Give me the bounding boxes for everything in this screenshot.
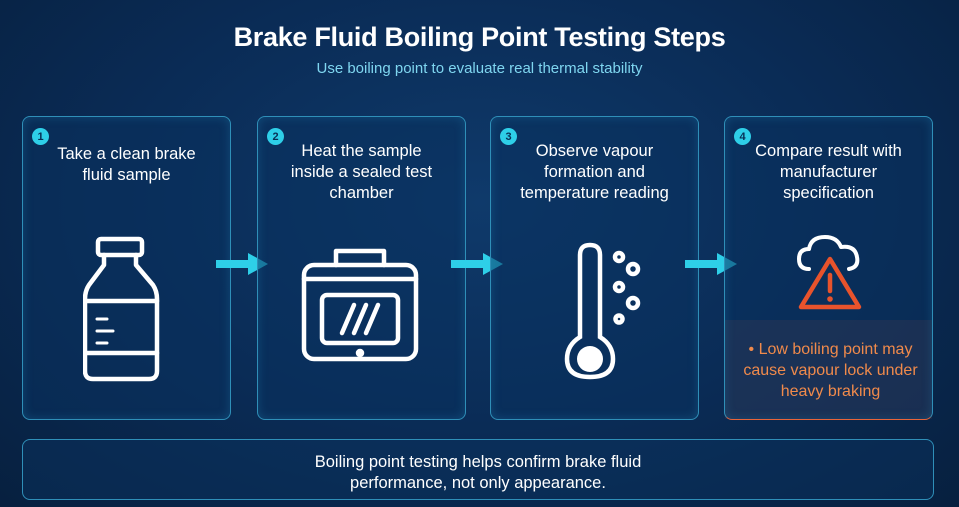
step-text: Observe vapour formation and temperature… bbox=[520, 142, 669, 202]
step-card-3: 3 Observe vapour formation and temperatu… bbox=[490, 116, 699, 420]
test-chamber-icon bbox=[301, 248, 419, 362]
step-number-badge: 2 bbox=[267, 128, 284, 145]
bottle-icon bbox=[83, 236, 160, 382]
arrow-right-icon bbox=[216, 253, 268, 275]
summary-box: Boiling point testing helps confirm brak… bbox=[22, 439, 934, 500]
page-subtitle: Use boiling point to evaluate real therm… bbox=[316, 60, 643, 77]
step-number-badge: 1 bbox=[32, 128, 49, 145]
step-number-badge: 4 bbox=[734, 128, 751, 145]
step-text: Compare result with manufacturer specifi… bbox=[755, 142, 902, 202]
step-number-badge: 3 bbox=[500, 128, 517, 145]
step-text: Take a clean brake fluid sample bbox=[57, 145, 196, 184]
step-card-4: 4 Compare result with manufacturer speci… bbox=[724, 116, 933, 420]
warning-text: • Low boiling point may cause vapour loc… bbox=[743, 341, 918, 400]
step-card-1: 1 Take a clean brake fluid sample bbox=[22, 116, 231, 420]
thermometer-icon bbox=[564, 242, 641, 380]
summary-text: Boiling point testing helps confirm brak… bbox=[314, 453, 642, 492]
step-text: Heat the sample inside a sealed test cha… bbox=[290, 142, 433, 202]
page-title: Brake Fluid Boiling Point Testing Steps bbox=[233, 22, 726, 52]
cloud-warning-icon bbox=[797, 235, 862, 310]
step-card-2: 2 Heat the sample inside a sealed test c… bbox=[257, 116, 466, 420]
warning-panel bbox=[725, 320, 932, 419]
